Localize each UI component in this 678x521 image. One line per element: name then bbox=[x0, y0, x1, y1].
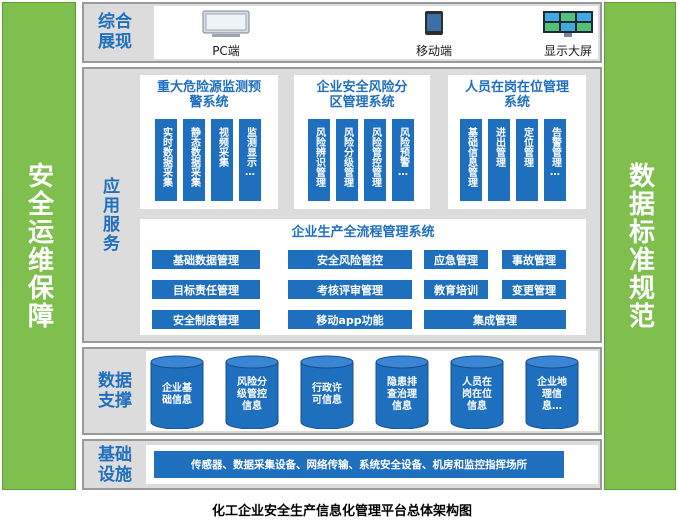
process-system-title: 企业生产全流程管理系统 bbox=[291, 225, 435, 240]
db-enterprise-basic: 企业基础信息 bbox=[150, 355, 204, 429]
display-layer: 综合 展现 PC端 移动端 bbox=[82, 2, 602, 63]
database-label: 风险分级管控信息 bbox=[237, 377, 267, 412]
database-label: 企业地理信息… bbox=[537, 377, 567, 412]
database-label: 隐患排查治理信息 bbox=[387, 377, 417, 412]
system-title: 人员在岗在位管理 系统 bbox=[464, 80, 569, 110]
module-integration: 集成管理 bbox=[424, 310, 566, 329]
module-positioning: 定位管理 bbox=[516, 119, 538, 201]
module-risk-identify: 风险辨识管理 bbox=[308, 119, 330, 201]
application-layer: 应用服务 重大危险源监测预 警系统 实时数据采集 静态数据采集 视频采集 监测显… bbox=[82, 67, 602, 343]
module-realtime-data: 实时数据采集 bbox=[155, 119, 177, 201]
right-sidebar-label: 数据标准规范 bbox=[624, 162, 655, 330]
module-risk-control: 风险管控管理 bbox=[364, 119, 386, 201]
application-layer-title: 应用服务 bbox=[99, 177, 119, 253]
database-panel bbox=[146, 351, 598, 431]
device-big-screen: 显示大屏 bbox=[538, 10, 598, 58]
db-personnel-post: 人员在岗在位信息 bbox=[450, 355, 504, 429]
database-label: 行政许可信息 bbox=[312, 383, 342, 406]
device-pc: PC端 bbox=[196, 10, 256, 58]
module-static-data: 静态数据采集 bbox=[183, 119, 205, 201]
database-icon bbox=[375, 355, 429, 429]
module-target-responsibility: 目标责任管理 bbox=[152, 280, 260, 299]
process-system-panel: 企业生产全流程管理系统 基础数据管理 安全风险管控 应急管理 事故管理 目标责任… bbox=[140, 219, 586, 335]
module-alarm: 告警管理… bbox=[544, 119, 566, 201]
display-layer-title: 综合 展现 bbox=[98, 12, 132, 52]
module-emergency: 应急管理 bbox=[424, 250, 488, 269]
module-accident: 事故管理 bbox=[502, 250, 566, 269]
left-sidebar-label: 安全运维保障 bbox=[23, 162, 54, 330]
db-hazard-inspection: 隐患排查治理信息 bbox=[375, 355, 429, 429]
right-sidebar: 数据标准规范 bbox=[604, 2, 676, 490]
module-mobile-app: 移动app功能 bbox=[288, 310, 412, 329]
infra-layer: 基础 设施 传感器、数据采集设备、网络传输、系统安全设备、机房和监控指挥场所 bbox=[82, 439, 602, 490]
database-icon bbox=[225, 355, 279, 429]
module-video: 视频采集 bbox=[211, 119, 233, 201]
data-layer-title: 数据 支撑 bbox=[98, 371, 132, 411]
module-change: 变更管理 bbox=[502, 280, 566, 299]
module-safety-risk-control: 安全风险管控 bbox=[288, 250, 412, 269]
database-icon bbox=[150, 355, 204, 429]
display-devices-panel: PC端 移动端 显示大屏 bbox=[154, 6, 598, 59]
device-mobile: 移动端 bbox=[404, 10, 464, 58]
db-admin-license: 行政许可信息 bbox=[300, 355, 354, 429]
module-safety-rules: 安全制度管理 bbox=[152, 310, 260, 329]
module-risk-grade: 风险分级管理 bbox=[336, 119, 358, 201]
data-layer: 数据 支撑 企业基础信息 风险分级管控信息 行政许可信息 隐患排查治理信息 人员在岗在位… bbox=[82, 347, 602, 435]
system-personnel: 人员在岗在位管理 系统 基础信息管理 进出管理 定位管理 告警管理… bbox=[448, 75, 586, 209]
tablet-icon bbox=[425, 11, 443, 35]
module-basic-data: 基础数据管理 bbox=[152, 250, 260, 269]
database-label: 企业基础信息 bbox=[162, 383, 192, 406]
system-risk-zoning: 企业安全风险分 区管理系统 风险辨识管理 风险分级管理 风险管控管理 风险预警… bbox=[294, 75, 430, 209]
left-sidebar: 安全运维保障 bbox=[2, 2, 76, 490]
db-risk-grading: 风险分级管控信息 bbox=[225, 355, 279, 429]
figure-caption: 化工企业安全生产信息化管理平台总体架构图 bbox=[211, 504, 472, 519]
module-risk-warning: 风险预警… bbox=[392, 119, 414, 201]
database-icon bbox=[525, 355, 579, 429]
module-training: 教育培训 bbox=[424, 280, 488, 299]
module-assessment: 考核评审管理 bbox=[288, 280, 412, 299]
monitor-icon bbox=[202, 10, 250, 37]
database-icon bbox=[300, 355, 354, 429]
system-title: 企业安全风险分 区管理系统 bbox=[316, 80, 408, 110]
database-label: 人员在岗在位信息 bbox=[462, 377, 492, 412]
infra-layer-title: 基础 设施 bbox=[98, 445, 132, 485]
db-enterprise-geo: 企业地理信息… bbox=[525, 355, 579, 429]
video-wall-icon bbox=[543, 11, 593, 37]
system-hazard-monitoring: 重大危险源监测预 警系统 实时数据采集 静态数据采集 视频采集 监测显示… bbox=[140, 75, 278, 209]
module-monitor-display: 监测显示… bbox=[239, 119, 261, 201]
system-title: 重大危险源监测预 警系统 bbox=[156, 80, 261, 110]
infra-content: 传感器、数据采集设备、网络传输、系统安全设备、机房和监控指挥场所 bbox=[154, 451, 564, 478]
infra-panel: 传感器、数据采集设备、网络传输、系统安全设备、机房和监控指挥场所 bbox=[146, 445, 598, 484]
module-in-out: 进出管理 bbox=[488, 119, 510, 201]
database-icon bbox=[450, 355, 504, 429]
module-basic-info: 基础信息管理 bbox=[460, 119, 482, 201]
